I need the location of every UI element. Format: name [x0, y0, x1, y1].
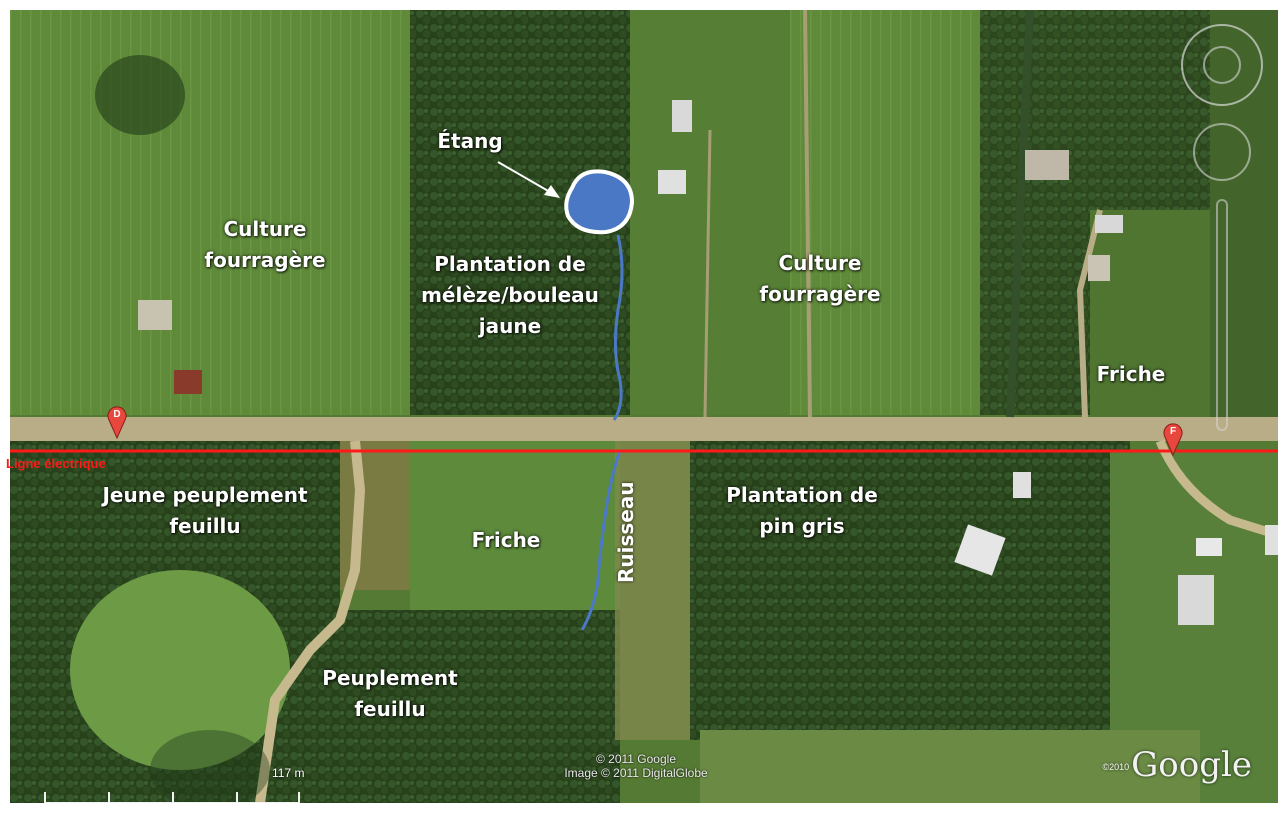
building — [1095, 215, 1123, 233]
label-power-line: Ligne électrique — [6, 456, 106, 471]
attribution-google: © 2011 Google — [595, 752, 676, 766]
label-friche-center: Friche — [471, 528, 541, 552]
label-pond: Étang — [437, 129, 503, 153]
label-peuplement-feuillu: Peuplement feuillu — [322, 666, 458, 721]
building — [1025, 150, 1069, 180]
building — [1088, 255, 1110, 281]
building — [1178, 575, 1214, 625]
marker-start[interactable]: D — [106, 403, 128, 439]
marker-end[interactable]: F — [1162, 420, 1184, 456]
clearing-southwest — [70, 570, 290, 770]
road-south — [255, 440, 366, 803]
cloud-shadow — [95, 55, 185, 135]
forest-plantation-pin — [690, 440, 1130, 740]
map-pin-icon: F — [1163, 423, 1183, 456]
field-friche-center — [410, 440, 620, 640]
pond-arrow — [497, 161, 551, 193]
stream-north — [612, 234, 624, 421]
attribution: © 2011 Google Image © 2011 DigitalGlobe — [536, 752, 736, 780]
driveway-northeast — [1076, 209, 1103, 418]
label-culture-east: Culture fourragère — [759, 251, 881, 306]
field-strip-south — [615, 440, 700, 740]
label-plantation-pin: Plantation de pin gris — [726, 483, 878, 538]
road-east — [1155, 439, 1278, 540]
label-friche-east: Friche — [1096, 362, 1166, 386]
pond — [564, 169, 635, 235]
field-track — [803, 10, 812, 418]
zoom-slider — [1216, 199, 1228, 431]
building — [174, 370, 202, 394]
scale-bar — [44, 790, 300, 803]
pan-control — [1193, 123, 1251, 181]
compass-inner — [1203, 46, 1241, 84]
forest-peuplement-feuillu — [290, 610, 620, 803]
main-road — [10, 417, 1278, 441]
building — [1196, 538, 1222, 556]
building — [672, 100, 692, 132]
building — [1013, 472, 1031, 498]
satellite-map[interactable]: Culture fourragère Plantation de mélèze/… — [10, 10, 1278, 803]
stream-south — [580, 449, 622, 631]
label-jeune-peuplement: Jeune peuplement feuillu — [102, 483, 308, 538]
hedgerow — [1006, 10, 1034, 418]
marker-end-letter: F — [1170, 426, 1176, 437]
pond-arrowhead — [544, 185, 560, 198]
map-pin-icon: D — [107, 406, 127, 439]
label-culture-west: Culture fourragère — [204, 217, 326, 272]
google-logo-text: Google — [1131, 745, 1252, 785]
map-imagery — [10, 10, 1278, 803]
driveway-farm — [703, 129, 712, 418]
attribution-digitalglobe: Image © 2011 DigitalGlobe — [564, 766, 708, 780]
building — [138, 300, 172, 330]
northeast-edge — [1210, 10, 1278, 420]
building — [1265, 525, 1278, 555]
field-culture-east — [790, 10, 990, 415]
field-culture-west — [10, 10, 420, 415]
building — [658, 170, 686, 194]
compass-ring — [1181, 24, 1263, 106]
scale-label: 117 m — [272, 766, 305, 780]
google-logo: ©2010Google — [1102, 745, 1252, 785]
marker-start-letter: D — [113, 409, 120, 420]
field-south — [700, 730, 1200, 803]
label-stream: Ruisseau — [614, 481, 638, 583]
label-plantation-meleze: Plantation de mélèze/bouleau jaune — [421, 252, 599, 338]
building — [954, 524, 1006, 576]
google-logo-year: ©2010 — [1102, 762, 1130, 772]
cloud-shadow — [150, 730, 270, 803]
